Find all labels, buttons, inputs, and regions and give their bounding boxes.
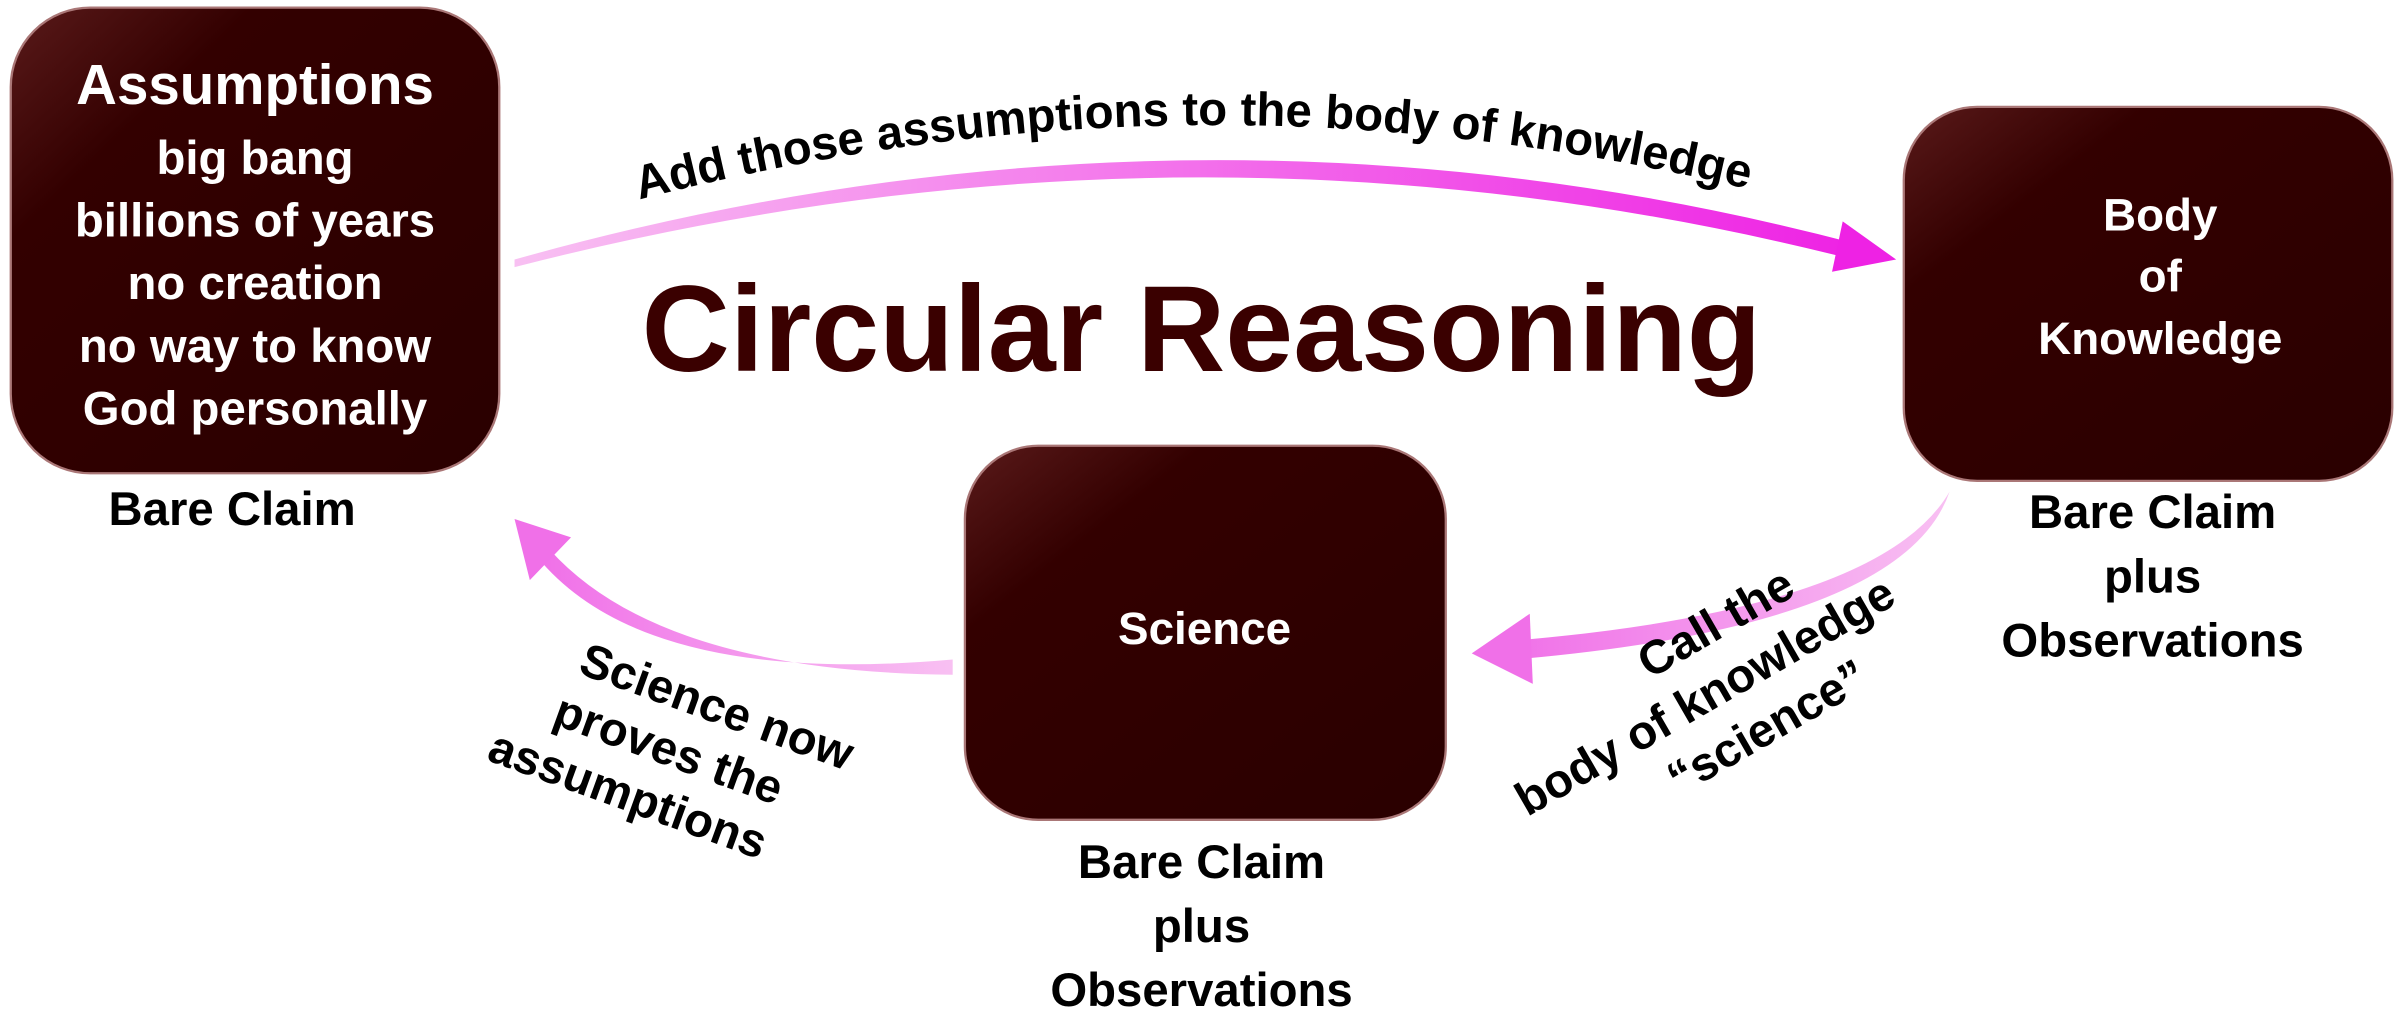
arrowhead-icon [514, 519, 572, 581]
science-caption: Bare Claim [1078, 836, 1325, 889]
knowledge-line: Knowledge [2038, 313, 2282, 364]
right-arrow [1471, 491, 1950, 684]
assumptions-box: Assumptions big bang billions of years n… [9, 6, 501, 475]
science-caption: plus [1153, 900, 1250, 953]
knowledge-caption: Bare Claim [2029, 486, 2276, 539]
left-arrow-label: Science now proves the assumptions [482, 633, 861, 870]
top-arrow [514, 160, 1897, 272]
assumption-item: no way to know [79, 320, 431, 373]
science-label: Science [1118, 603, 1291, 654]
assumptions-heading: Assumptions [76, 53, 434, 116]
assumption-item: no creation [128, 257, 383, 310]
arrowhead-icon [1471, 613, 1533, 684]
knowledge-caption: plus [2104, 550, 2201, 603]
knowledge-caption: Observations [2001, 614, 2303, 667]
science-caption: Observations [1050, 964, 1352, 1017]
assumption-item: billions of years [75, 195, 435, 248]
knowledge-line: Body [2103, 190, 2218, 241]
knowledge-line: of [2139, 251, 2183, 302]
assumption-item: God personally [83, 382, 428, 435]
science-box: Science [963, 444, 1447, 821]
left-arrow [514, 519, 953, 675]
assumption-item: big bang [156, 132, 353, 185]
knowledge-box: Body of Knowledge [1902, 105, 2394, 483]
assumptions-caption: Bare Claim [109, 483, 356, 536]
arrowhead-icon [1832, 221, 1897, 272]
diagram-title: Circular Reasoning [642, 260, 1762, 397]
